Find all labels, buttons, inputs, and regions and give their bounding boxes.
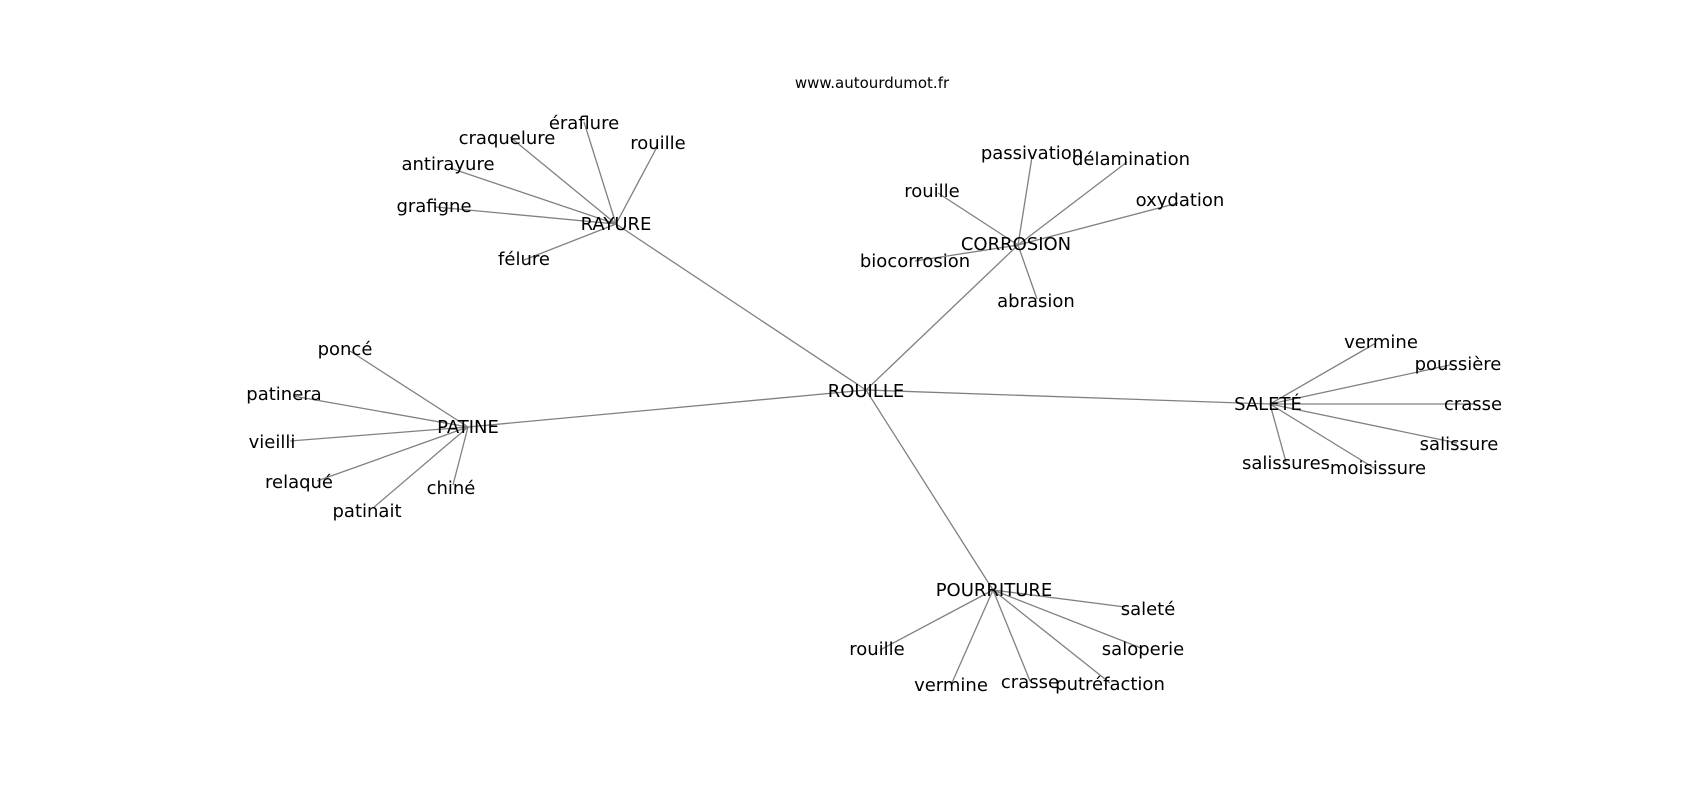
edge-corrosion-biocorrosion xyxy=(914,244,1019,262)
node-patine: PATINE xyxy=(437,417,499,438)
node-patine-chine: chiné xyxy=(427,478,476,499)
edge-salete-poussiere xyxy=(1269,364,1451,405)
node-patine-patinera: patinera xyxy=(246,384,321,405)
node-center: ROUILLE xyxy=(828,381,905,402)
node-corrosion-biocorrosion: biocorrosion xyxy=(860,251,970,272)
node-pourriture-rouille: rouille xyxy=(849,639,905,660)
node-salete: SALETÉ xyxy=(1234,393,1302,415)
node-rayure-antirayure: antirayure xyxy=(401,154,494,175)
edge-rayure-rouille xyxy=(615,146,658,225)
node-corrosion-delamination: délamination xyxy=(1072,149,1190,170)
labels: www.autourdumot.fr ROUILLE RAYURE éraflu… xyxy=(246,74,1502,696)
edge-corrosion-oxydation xyxy=(1017,202,1179,246)
node-rayure-eraflure: éraflure xyxy=(549,113,619,134)
node-pourriture-saloperie: saloperie xyxy=(1102,639,1184,660)
node-corrosion: CORROSION xyxy=(961,234,1071,255)
node-salete-crasse: crasse xyxy=(1444,394,1502,415)
node-salete-moisissure: moisissure xyxy=(1330,458,1426,479)
edge-rouille-corrosion xyxy=(865,244,1019,391)
edge-rayure-craquelure xyxy=(509,136,617,225)
edge-rouille-patine xyxy=(467,389,867,428)
edge-salete-salissures xyxy=(1269,403,1287,463)
edge-patine-vieilli xyxy=(289,426,469,442)
edge-rouille-rayure xyxy=(615,223,867,391)
node-salete-poussiere: poussière xyxy=(1415,354,1502,375)
edge-rayure-grafigne xyxy=(435,206,617,225)
edge-corrosion-abrasion xyxy=(1017,244,1038,300)
edge-rouille-salete xyxy=(865,389,1271,405)
edges xyxy=(289,121,1474,686)
edge-rouille-pourriture xyxy=(865,389,994,591)
node-patine-ponce: poncé xyxy=(318,339,373,360)
edge-pourriture-salete xyxy=(992,589,1126,608)
node-pourriture-vermine: vermine xyxy=(914,675,988,696)
node-patine-vieilli: vieilli xyxy=(249,432,296,453)
edge-patine-chine xyxy=(452,426,469,486)
node-salete-vermine: vermine xyxy=(1344,332,1418,353)
node-corrosion-passivation: passivation xyxy=(981,143,1083,164)
edge-patine-ponce xyxy=(349,350,469,428)
edge-rayure-antirayure xyxy=(449,167,617,225)
edge-rayure-eraflure xyxy=(583,121,617,225)
node-rayure-craquelure: craquelure xyxy=(459,128,556,149)
edge-pourriture-vermine xyxy=(950,589,994,686)
node-rayure-felure: félure xyxy=(498,249,550,270)
node-pourriture-crasse: crasse xyxy=(1001,672,1059,693)
node-rayure: RAYURE xyxy=(581,214,652,235)
node-pourriture: POURRITURE xyxy=(936,580,1053,601)
edge-pourriture-crasse xyxy=(992,589,1031,682)
edge-salete-vermine xyxy=(1269,342,1377,405)
node-patine-relaque: relaqué xyxy=(265,472,333,493)
edge-corrosion-passivation xyxy=(1017,156,1033,246)
edge-salete-salissure xyxy=(1269,403,1458,444)
node-salete-salissures: salissures xyxy=(1242,453,1330,474)
node-pourriture-putrefaction: putréfaction xyxy=(1055,674,1165,695)
node-corrosion-abrasion: abrasion xyxy=(997,291,1075,312)
edge-rayure-felure xyxy=(523,223,617,261)
edge-patine-relaque xyxy=(316,426,469,482)
edge-pourriture-saloperie xyxy=(992,589,1142,649)
node-rayure-grafigne: grafigne xyxy=(396,196,471,217)
edge-patine-patinera xyxy=(292,395,469,428)
node-rayure-rouille: rouille xyxy=(630,133,686,154)
edge-corrosion-delamination xyxy=(1017,161,1128,246)
edge-salete-moisissure xyxy=(1269,403,1375,469)
edge-patine-patinait xyxy=(372,426,469,509)
edge-pourriture-rouille xyxy=(879,589,994,651)
node-pourriture-salete: saleté xyxy=(1121,599,1176,620)
edge-corrosion-rouille xyxy=(937,192,1019,246)
node-corrosion-rouille: rouille xyxy=(904,181,960,202)
node-patine-patinait: patinait xyxy=(332,501,401,522)
node-salete-salissure: salissure xyxy=(1420,434,1499,455)
source-watermark: www.autourdumot.fr xyxy=(795,74,950,92)
edge-pourriture-putrefaction xyxy=(992,589,1111,684)
node-corrosion-oxydation: oxydation xyxy=(1136,190,1225,211)
